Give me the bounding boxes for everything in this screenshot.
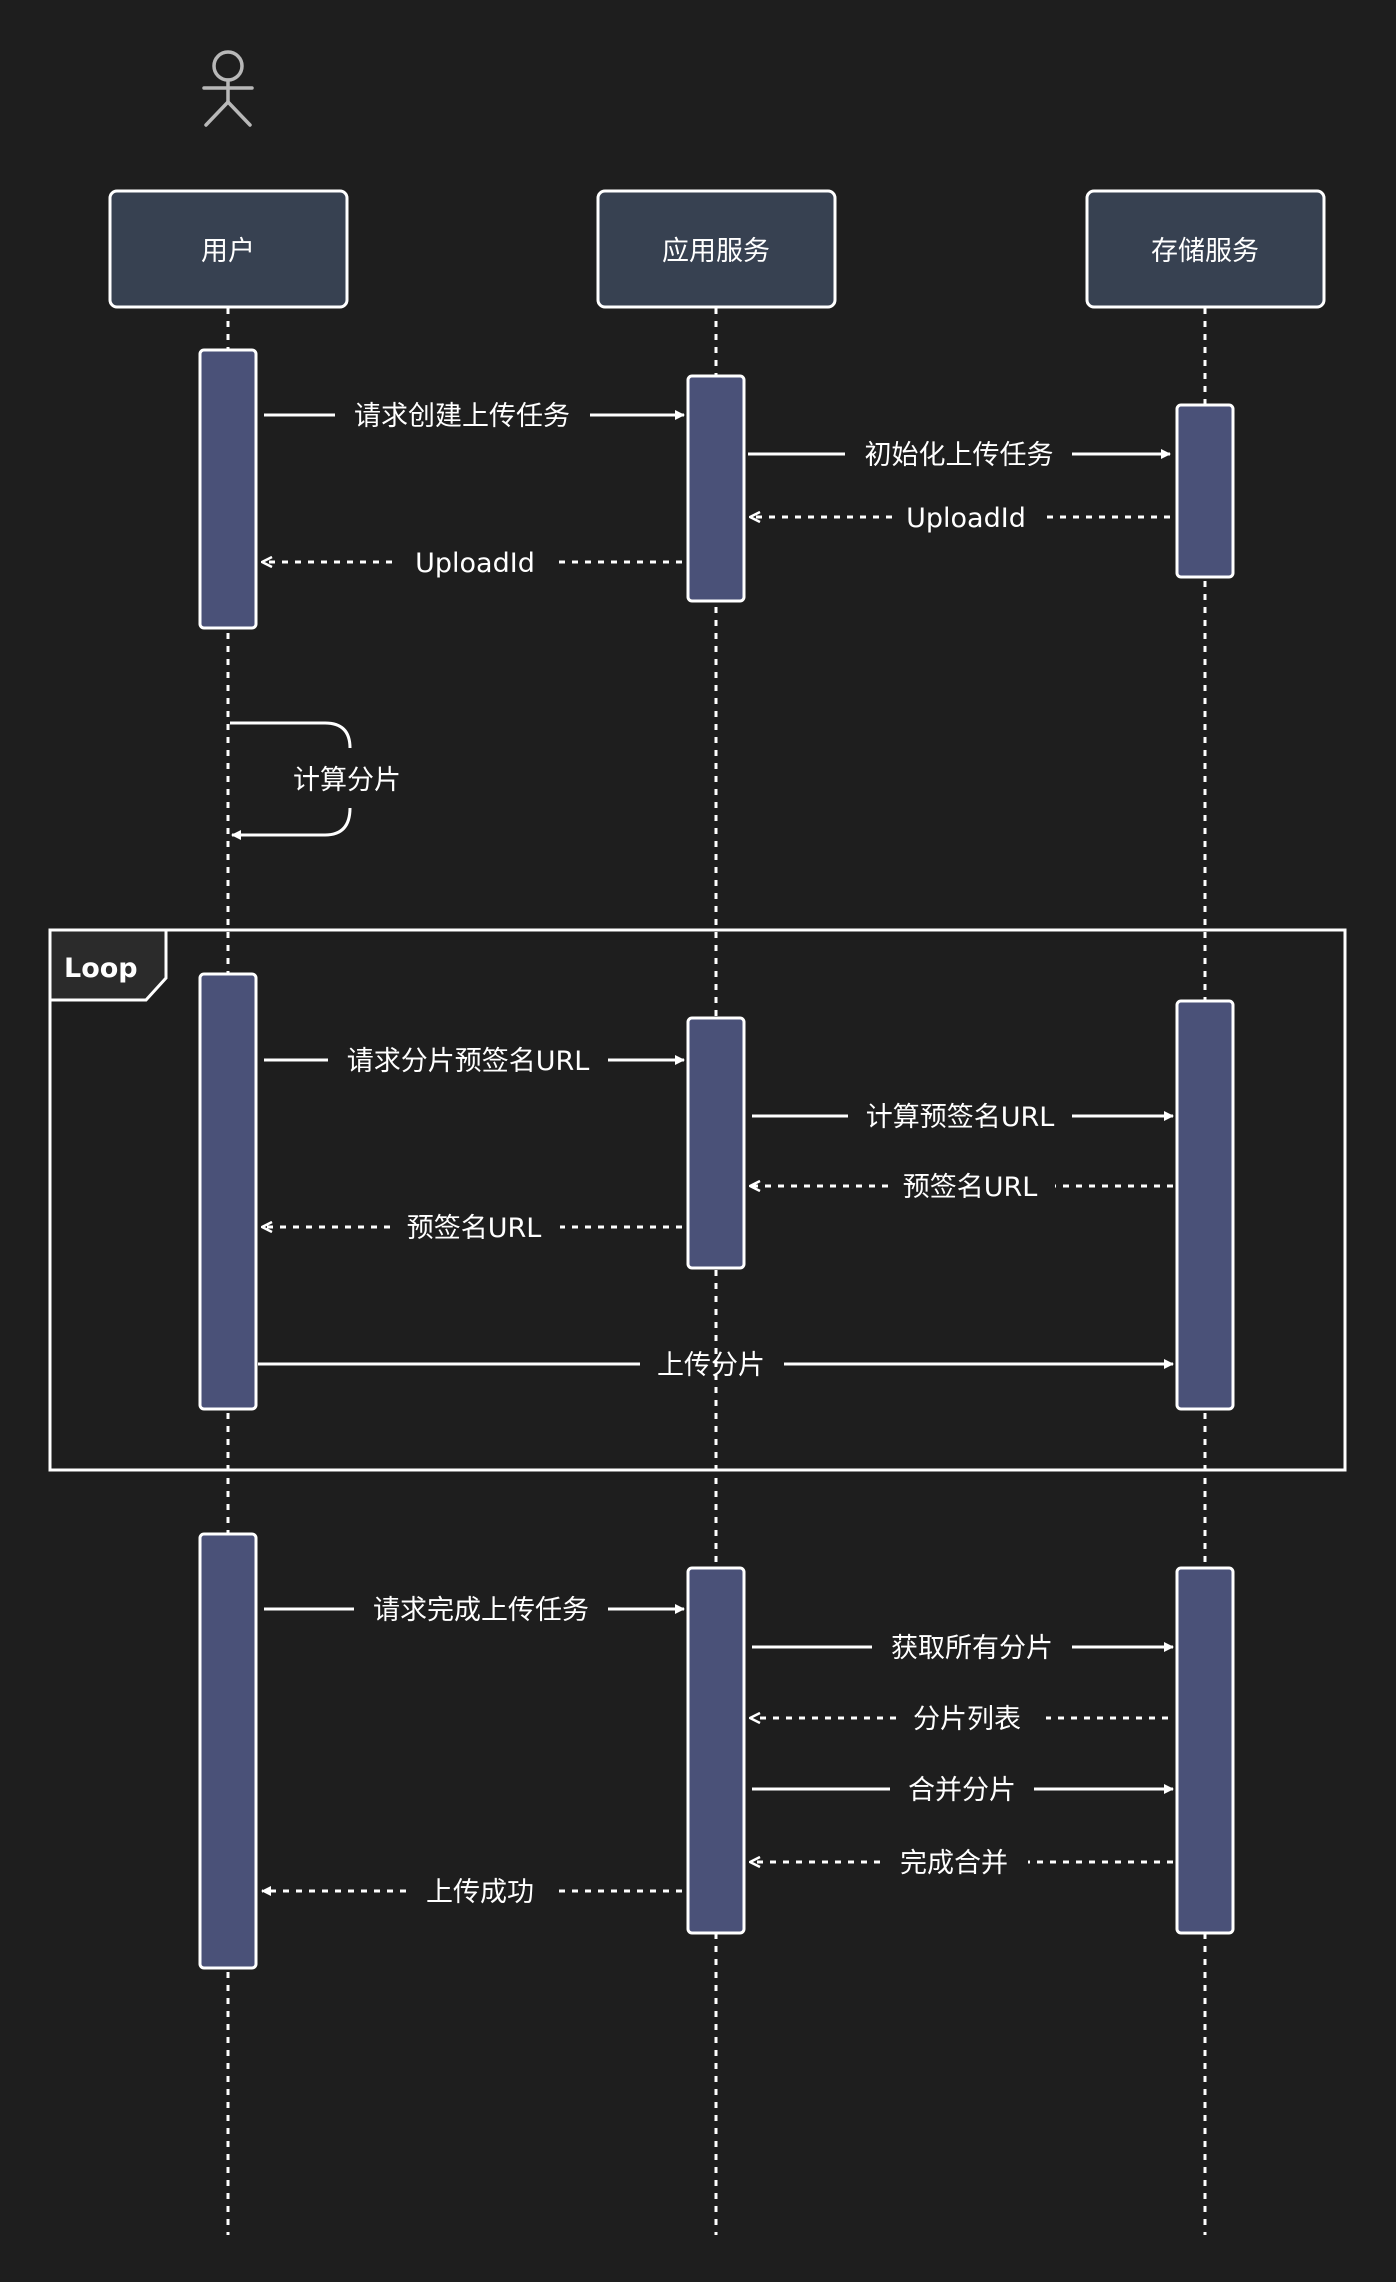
message-merge-complete: 完成合并 (750, 1848, 1173, 1879)
message-request-complete-upload: 请求完成上传任务 (264, 1595, 685, 1626)
message-get-all-chunks: 获取所有分片 (752, 1633, 1174, 1664)
message-label: 分片列表 (913, 1704, 1021, 1735)
message-label: 合并分片 (908, 1775, 1016, 1806)
message-compute-chunks-self: 计算分片 (230, 721, 401, 840)
message-label: UploadId (906, 503, 1026, 534)
loop-label: Loop (64, 953, 138, 984)
activation-app-3 (686, 1566, 746, 1935)
activation-user-3 (198, 1532, 258, 1970)
message-label: 请求创建上传任务 (354, 401, 570, 432)
message-label: 请求分片预签名URL (347, 1046, 590, 1077)
message-label: 获取所有分片 (891, 1633, 1053, 1664)
participant-app-label: 应用服务 (662, 236, 770, 267)
message-request-create-upload: 请求创建上传任务 (264, 401, 685, 432)
message-label: 上传分片 (657, 1350, 765, 1381)
activation-app-2 (686, 1016, 746, 1270)
participant-user: 用户 (108, 189, 349, 309)
activation-user-1 (198, 348, 258, 630)
message-compute-presigned-url: 计算预签名URL (752, 1102, 1174, 1133)
message-label: 请求完成上传任务 (373, 1595, 589, 1626)
participant-app: 应用服务 (596, 189, 837, 309)
message-chunk-list: 分片列表 (750, 1704, 1168, 1735)
participant-user-label: 用户 (201, 236, 255, 267)
activation-user-2 (198, 972, 258, 1411)
message-label: 上传成功 (426, 1877, 534, 1908)
message-upload-chunk: 上传分片 (258, 1350, 1174, 1381)
message-presigned-url-storage-to-app: 预签名URL (750, 1172, 1173, 1203)
message-merge-chunks: 合并分片 (752, 1775, 1174, 1806)
participant-storage: 存储服务 (1085, 189, 1326, 309)
message-presigned-url-app-to-user: 预签名URL (262, 1213, 682, 1244)
message-uploadid-app-to-user: UploadId (262, 548, 682, 579)
message-label: UploadId (415, 548, 535, 579)
activation-storage-2 (1175, 999, 1235, 1411)
message-label: 预签名URL (903, 1172, 1038, 1203)
message-init-upload: 初始化上传任务 (748, 440, 1171, 471)
message-label: 初始化上传任务 (865, 440, 1054, 471)
activation-storage-1 (1175, 403, 1235, 579)
activation-app-1 (686, 374, 746, 603)
message-label: 预签名URL (407, 1213, 542, 1244)
message-uploadid-storage-to-app: UploadId (750, 503, 1170, 534)
participant-storage-label: 存储服务 (1151, 236, 1259, 267)
activation-storage-3 (1175, 1566, 1235, 1935)
message-upload-success: 上传成功 (261, 1877, 682, 1908)
loop-frame: Loop (48, 928, 1347, 1472)
message-label: 完成合并 (900, 1848, 1008, 1879)
message-label: 计算预签名URL (866, 1102, 1055, 1133)
message-request-presigned-url: 请求分片预签名URL (264, 1046, 685, 1077)
user-actor-icon (202, 50, 254, 127)
message-label: 计算分片 (293, 765, 401, 796)
